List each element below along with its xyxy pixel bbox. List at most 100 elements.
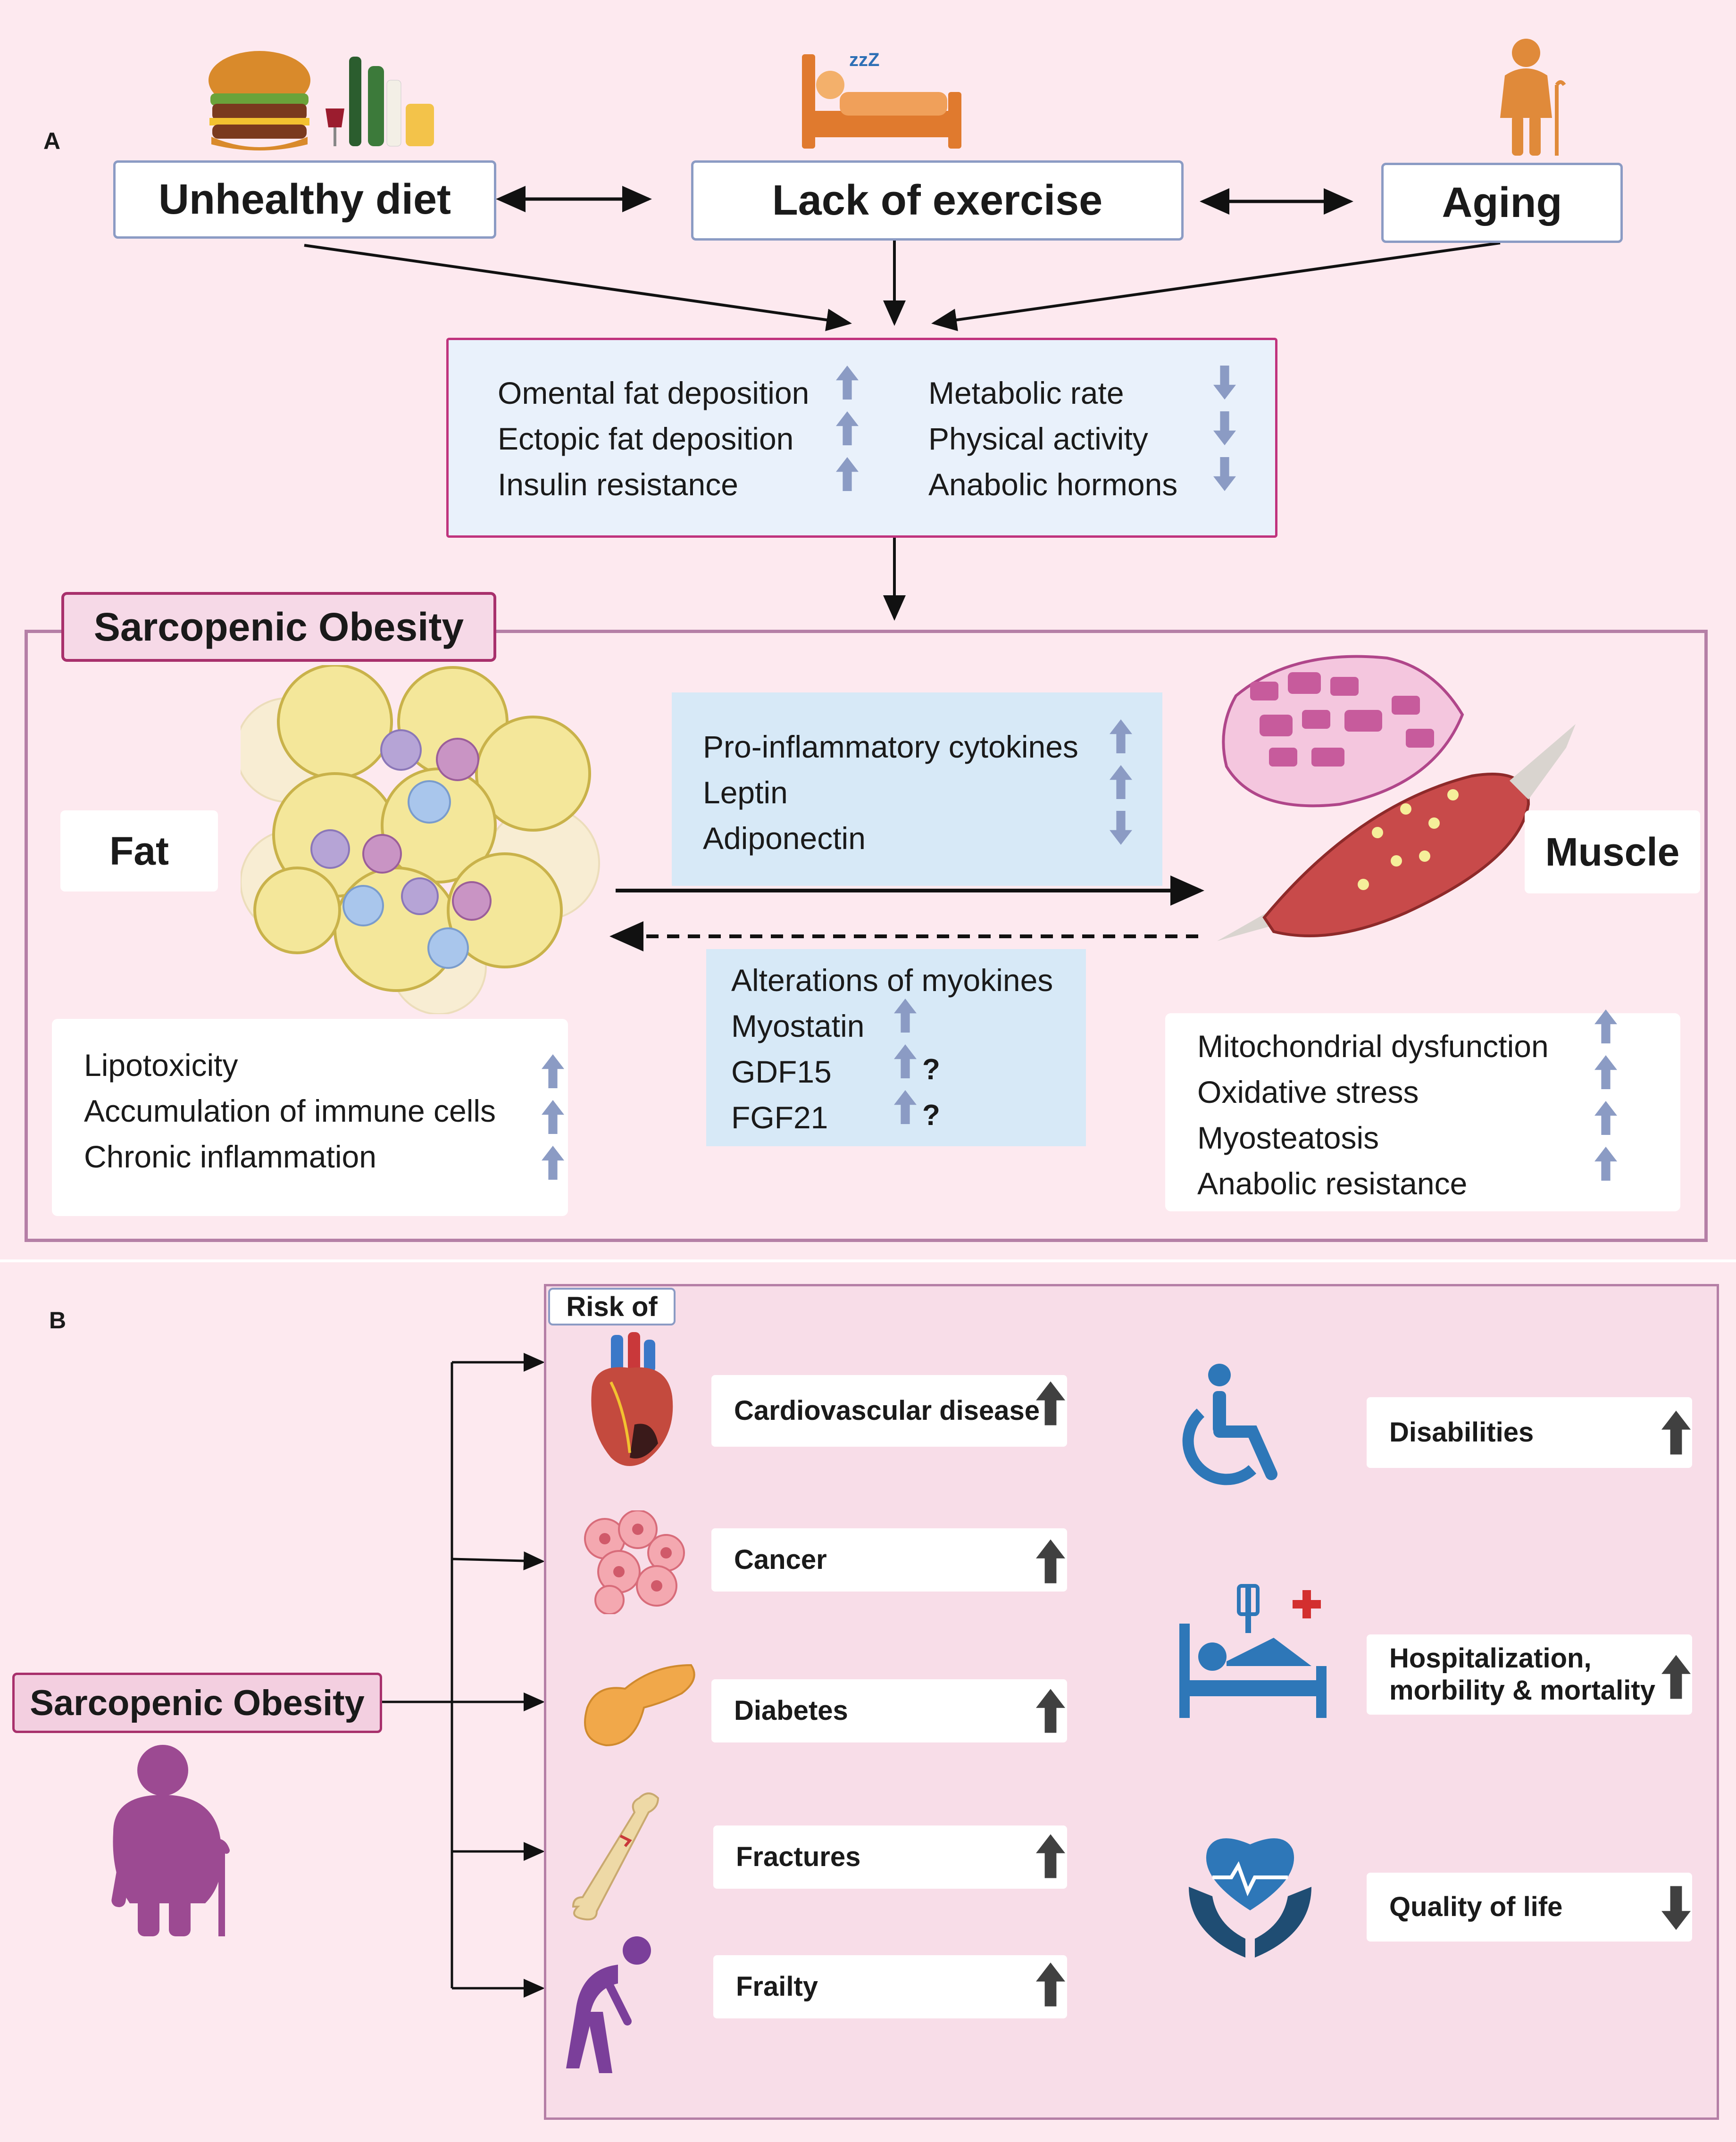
risk-hospitalization-label-2: morbility & mortality (1389, 1675, 1655, 1706)
myokines-title: Alterations of myokines (731, 963, 1053, 998)
panel-label-b: B (49, 1307, 67, 1334)
risk-quality-of-life-label: Quality of life (1389, 1892, 1563, 1922)
heart-in-hands-icon (1189, 1838, 1311, 1958)
svg-text:zzZ: zzZ (849, 50, 879, 70)
muscle-effect-1-up-arrow-icon (1594, 1055, 1617, 1089)
gdf15-question-mark: ? (922, 1053, 940, 1086)
fat-effect-lipotoxicity: Lipotoxicity (84, 1048, 238, 1083)
muscle-effect-0-up-arrow-icon (1594, 1009, 1617, 1043)
fat-effect-0-up-arrow-icon (542, 1054, 564, 1088)
effect-left-0-up-arrow-icon (836, 366, 859, 400)
fat-to-muscle-adiponectin: Adiponectin (703, 821, 866, 856)
muscle-to-fat-box (706, 949, 1086, 1146)
muscle-effect-myosteatosis: Myosteatosis (1197, 1120, 1379, 1155)
muscle-to-fat-2-up-arrow-icon (894, 1044, 917, 1078)
risk-of-label: Risk of (548, 1288, 676, 1325)
risk-quality-of-life: Quality of life (1367, 1873, 1692, 1942)
fat-to-muscle-leptin: Leptin (703, 775, 788, 810)
effect-anabolic-hormons: Anabolic hormons (928, 467, 1178, 502)
effect-metabolic-rate: Metabolic rate (928, 375, 1124, 410)
fat-to-muscle-2-down-arrow-icon (1110, 811, 1132, 845)
cause-aging: Aging (1381, 163, 1623, 243)
effects-box (446, 338, 1277, 538)
panel-divider (0, 1259, 1736, 1262)
fat-effect-inflammation: Chronic inflammation (84, 1139, 376, 1174)
muscle-effect-2-up-arrow-icon (1594, 1101, 1617, 1135)
fat-effect-1-up-arrow-icon (542, 1100, 564, 1134)
risk-left-3-up-arrow-icon (1036, 1834, 1065, 1878)
risk-diabetes: Diabetes (711, 1679, 1067, 1742)
risk-left-1-up-arrow-icon (1036, 1539, 1065, 1584)
risk-left-4-up-arrow-icon (1036, 1962, 1065, 2007)
panel-label-a: A (43, 128, 61, 154)
fat-label: Fat (60, 810, 218, 892)
risk-cancer-label: Cancer (734, 1544, 827, 1575)
sarcopenic-obesity-frame (25, 630, 1708, 1242)
risk-hospitalization: Hospitalization, morbility & mortality (1367, 1634, 1692, 1715)
myokine-gdf15: GDF15 (731, 1054, 832, 1089)
fat-to-muscle-0-up-arrow-icon (1110, 719, 1132, 753)
risk-disabilities-label: Disabilities (1389, 1417, 1534, 1448)
muscle-effect-oxidative: Oxidative stress (1197, 1075, 1419, 1109)
burger-drinks-icon (209, 51, 434, 150)
risk-frailty-label: Frailty (736, 1971, 818, 2002)
risk-fractures-label: Fractures (736, 1842, 861, 1872)
pancreas-icon (584, 1664, 695, 1747)
muscle-effect-mitochondrial: Mitochondrial dysfunction (1197, 1029, 1549, 1064)
cancer-cells-icon (584, 1510, 685, 1614)
tree-branch-2 (451, 1551, 545, 1570)
effect-left-2-up-arrow-icon (836, 457, 859, 491)
effect-ectopic-fat: Ectopic fat deposition (498, 421, 794, 456)
risk-right-2-down-arrow-icon (1661, 1886, 1691, 1930)
risk-cancer: Cancer (711, 1528, 1067, 1592)
effect-right-0-down-arrow-icon (1213, 366, 1236, 400)
arrow-aging-to-effects (931, 242, 1501, 332)
elderly-person-icon (1500, 39, 1566, 156)
myokine-fgf21: FGF21 (731, 1100, 828, 1135)
sarcopenic-obesity-source: Sarcopenic Obesity (12, 1673, 382, 1733)
effect-right-2-down-arrow-icon (1213, 457, 1236, 491)
hospital-bed-icon (1179, 1584, 1327, 1718)
muscle-effect-3-up-arrow-icon (1594, 1147, 1617, 1181)
effect-left-1-up-arrow-icon (836, 411, 859, 445)
fat-to-muscle-cytokines: Pro-inflammatory cytokines (703, 729, 1078, 764)
muscle-effects-box (1165, 1013, 1680, 1211)
risk-right-1-up-arrow-icon (1661, 1655, 1691, 1699)
muscle-tissue-icon (1217, 655, 1576, 941)
fat-to-muscle-box (672, 692, 1162, 886)
arrow-diet-to-effects (304, 244, 852, 331)
risk-diabetes-label: Diabetes (734, 1695, 848, 1726)
fat-effect-immune-cells: Accumulation of immune cells (84, 1093, 496, 1128)
risk-cardiovascular-label: Cardiovascular disease (734, 1395, 1040, 1426)
muscle-effect-anabolic-resistance: Anabolic resistance (1197, 1166, 1468, 1201)
risk-left-2-up-arrow-icon (1036, 1689, 1065, 1733)
risk-frailty: Frailty (713, 1955, 1067, 2018)
effect-insulin-resistance: Insulin resistance (498, 467, 738, 502)
muscle-label: Muscle (1525, 810, 1700, 893)
cause-unhealthy-diet: Unhealthy diet (113, 160, 496, 239)
risk-hospitalization-label: Hospitalization, (1389, 1643, 1592, 1674)
obese-elderly-person-icon (111, 1745, 230, 1936)
effect-omental-fat: Omental fat deposition (498, 375, 810, 410)
wheelchair-icon (1182, 1364, 1277, 1485)
risk-cardiovascular-disease: Cardiovascular disease (711, 1375, 1067, 1447)
effect-physical-activity: Physical activity (928, 421, 1148, 456)
fat-effects-box (52, 1019, 568, 1216)
risk-disabilities: Disabilities (1367, 1397, 1692, 1468)
cause-lack-of-exercise: Lack of exercise (691, 160, 1184, 241)
heart-organ-icon (591, 1332, 673, 1466)
fat-effect-2-up-arrow-icon (542, 1146, 564, 1180)
effect-right-1-down-arrow-icon (1213, 411, 1236, 445)
risk-right-0-up-arrow-icon (1661, 1410, 1691, 1455)
fat-cells-icon (241, 665, 600, 1014)
sleeping-bed-icon: zzZ (802, 50, 961, 149)
broken-bone-icon (572, 1792, 659, 1921)
muscle-to-fat-1-up-arrow-icon (894, 999, 917, 1033)
risk-left-0-up-arrow-icon (1036, 1381, 1065, 1425)
risk-fractures: Fractures (713, 1825, 1067, 1889)
frail-person-icon (566, 1936, 651, 2073)
sarcopenic-obesity-title: Sarcopenic Obesity (61, 592, 496, 662)
fgf21-question-mark: ? (922, 1099, 940, 1132)
fat-to-muscle-1-up-arrow-icon (1110, 765, 1132, 799)
